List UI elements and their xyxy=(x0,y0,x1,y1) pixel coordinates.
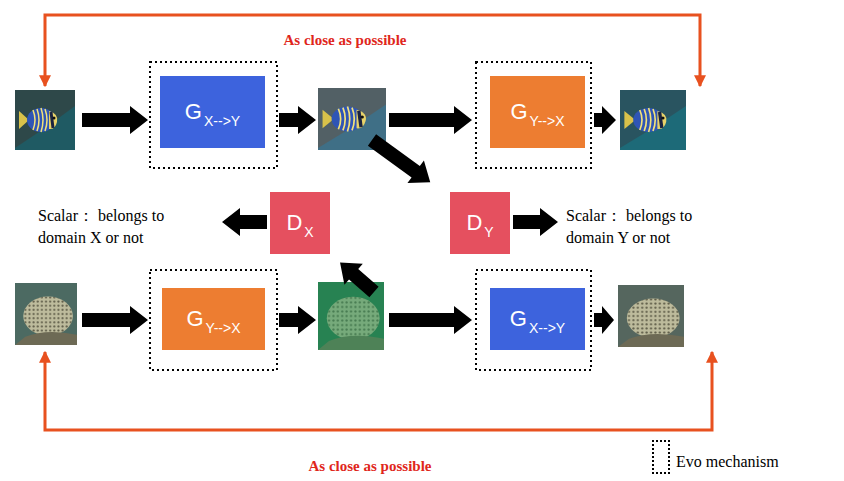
generator-box: GX-->Y xyxy=(490,288,585,350)
node-label: GX-->Y xyxy=(510,306,565,332)
coral-image xyxy=(618,285,684,347)
discriminator-box: DY xyxy=(450,192,510,254)
symbol-subscript: Y-->X xyxy=(530,113,565,129)
symbol-subscript: X-->Y xyxy=(204,113,240,129)
node-label: GY-->X xyxy=(510,99,564,125)
coral-image xyxy=(318,282,384,350)
generator-box: GY-->X xyxy=(162,288,265,350)
symbol-subscript: Y-->X xyxy=(206,320,241,336)
evo-frame xyxy=(150,270,277,370)
symbol-letter: D xyxy=(286,210,302,235)
symbol-letter: G xyxy=(510,99,527,124)
cycle-line xyxy=(45,15,700,86)
output-note: Scalar： belongs to domain Y or not xyxy=(566,205,744,249)
discriminator-box: DX xyxy=(270,192,330,254)
symbol-letter: G xyxy=(510,306,527,331)
symbol-subscript: Y xyxy=(484,224,493,240)
symbol-letter: G xyxy=(185,99,202,124)
symbol-letter: G xyxy=(186,306,203,331)
generator-box: GX-->Y xyxy=(160,76,265,148)
evo-frame xyxy=(476,270,591,370)
fish-image xyxy=(15,90,75,150)
output-note: Scalar： belongs to domain X or not xyxy=(38,205,216,249)
symbol-subscript: X xyxy=(304,224,313,240)
legend-swatch xyxy=(652,440,670,474)
symbol-subscript: X-->Y xyxy=(529,320,565,336)
coral-image xyxy=(15,283,77,345)
node-label: GY-->X xyxy=(186,306,240,332)
node-label: GX-->Y xyxy=(185,99,240,125)
node-label: DY xyxy=(466,210,493,236)
fish-image xyxy=(620,90,686,150)
evo-frame xyxy=(476,62,591,168)
node-label: DX xyxy=(286,210,313,236)
generator-box: GY-->X xyxy=(490,76,585,148)
cycle-note: As close as possible xyxy=(245,30,445,50)
evo-frame xyxy=(150,62,277,168)
cycle-note: As close as possible xyxy=(270,456,470,476)
cycle-line xyxy=(45,352,712,430)
legend-text: Evo mechanism xyxy=(676,453,779,471)
symbol-letter: D xyxy=(466,210,482,235)
